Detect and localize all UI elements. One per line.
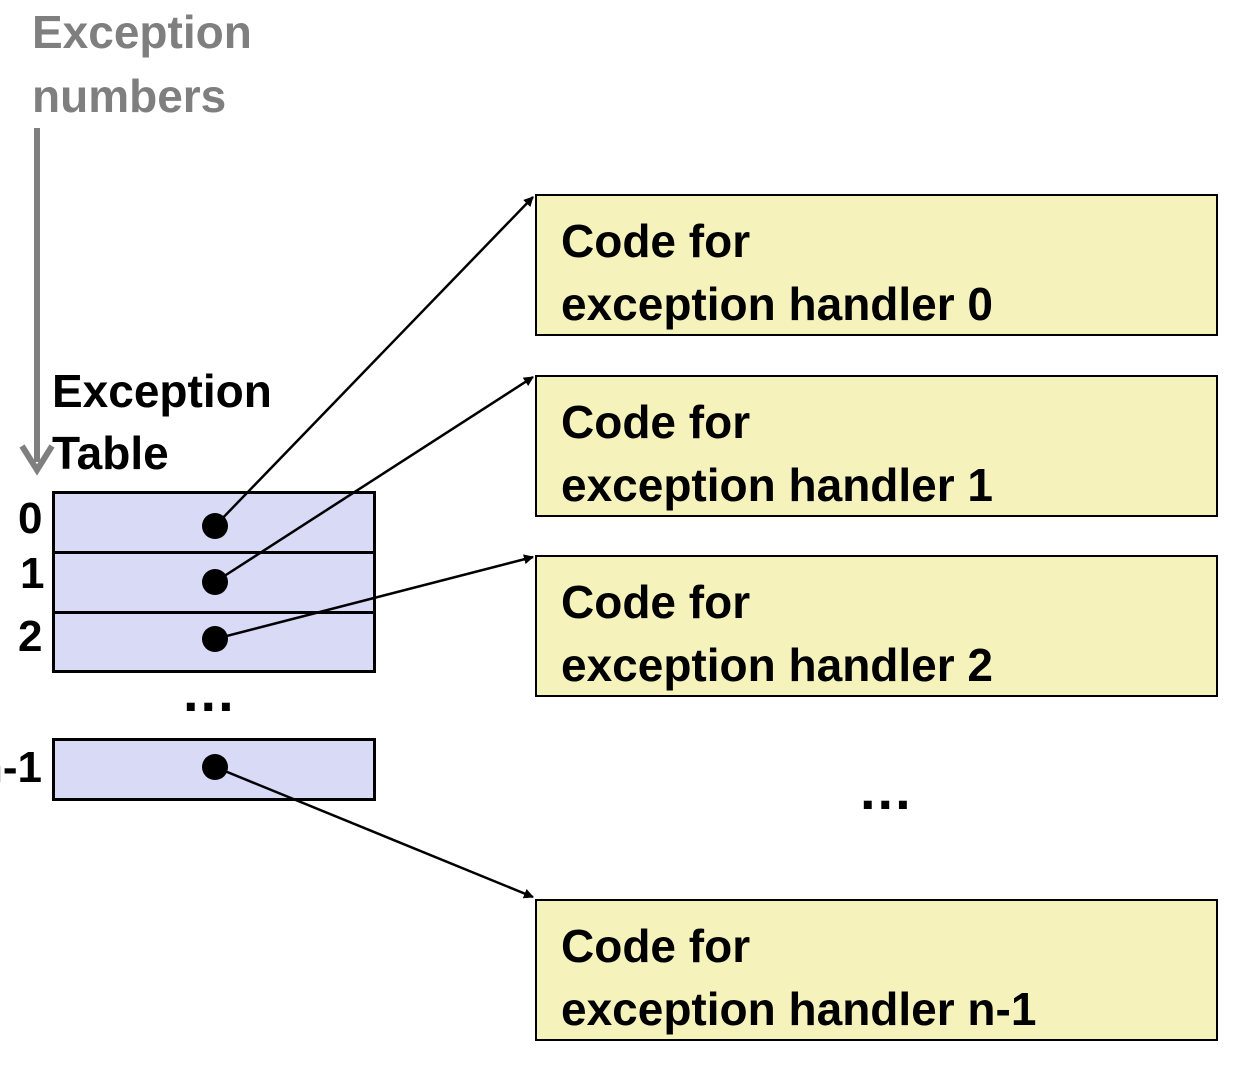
handler-box-2: Code for exception handler 2: [535, 555, 1218, 697]
handler-1-line-2: exception handler 1: [561, 459, 994, 511]
exception-numbers-line-1: Exception: [32, 6, 252, 58]
handler-n-1-line-2: exception handler n-1: [561, 983, 1037, 1035]
handler-0-line-1: Code for: [561, 215, 751, 267]
handler-2-line-1: Code for: [561, 576, 751, 628]
handler-box-0: Code for exception handler 0: [535, 194, 1218, 336]
table-entry-1: [52, 551, 376, 614]
handler-box-1: Code for exception handler 1: [535, 375, 1218, 517]
exception-table-title-line-2: Table: [52, 427, 169, 479]
exception-table-title-line-1: Exception: [52, 365, 272, 417]
table-entry-n-1: [52, 738, 376, 801]
table-index-0: 0: [18, 494, 43, 543]
handler-box-n-1: Code for exception handler n-1: [535, 899, 1218, 1041]
handler-ellipsis: ...: [860, 758, 913, 821]
exception-table-title: Exception Table: [52, 360, 272, 484]
table-index-2: 2: [18, 612, 43, 661]
exception-numbers-line-2: numbers: [32, 70, 227, 122]
handler-1-line-1: Code for: [561, 396, 751, 448]
table-ellipsis: ...: [183, 660, 236, 723]
exception-numbers-label: Exception numbers: [32, 0, 252, 128]
handler-n-1-line-1: Code for: [561, 920, 751, 972]
table-entry-0: [52, 491, 376, 554]
table-index-n-1: n-1: [0, 743, 42, 792]
handler-2-line-2: exception handler 2: [561, 639, 994, 691]
handler-0-line-2: exception handler 0: [561, 278, 994, 330]
table-index-1: 1: [20, 549, 45, 598]
exception-numbers-arrow: [19, 128, 55, 476]
